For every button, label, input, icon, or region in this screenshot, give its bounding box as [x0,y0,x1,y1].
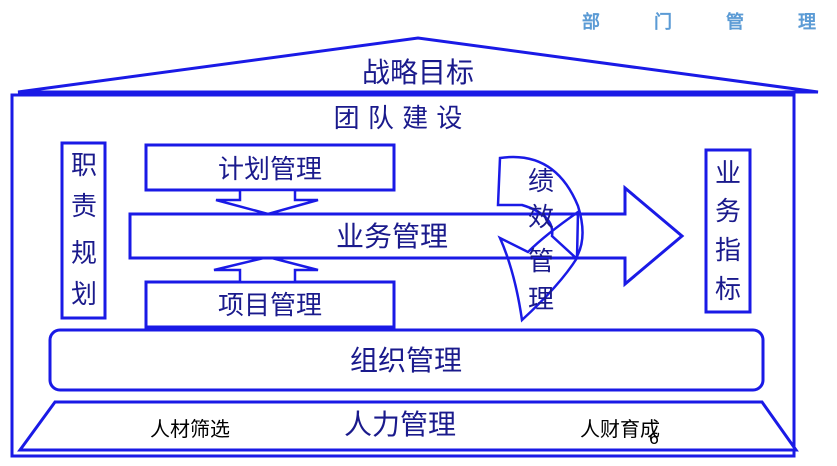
left-pillar-char: 划 [71,280,97,310]
hr-management-label: 人力管理 [344,408,456,441]
left-pillar-char: 责 [71,192,97,222]
business-management-arrow [128,184,685,288]
heading-char: 管 [726,12,744,33]
right-pillar-char: 业 [715,159,741,189]
talent-development-label: 人财育成 [580,417,660,441]
talent-screening-label: 人材筛选 [150,417,230,441]
right-pillar [704,148,752,314]
performance-cycle-arrow-bottom [497,209,580,323]
heading-char: 门 [654,12,672,33]
project-up-arrow [213,255,319,284]
right-pillar-char: 务 [715,197,741,227]
organization-management-label: 组织管理 [350,344,462,377]
department-management-heading: 部 门 管 理 [560,8,837,33]
performance-char: 理 [528,285,554,315]
performance-cycle-arrow-top [496,155,584,260]
plan-management-box [144,143,396,192]
roof-title: 战略目标 [362,56,474,89]
right-pillar-char: 指 [715,236,741,266]
organization-management-box [48,328,765,392]
left-pillar-char: 规 [71,239,97,269]
left-pillar-char: 职 [71,151,97,181]
page-number: 6 [649,429,659,448]
plan-down-arrow [215,188,319,216]
left-pillar [60,141,107,320]
performance-char: 绩 [528,167,554,197]
right-pillar-char: 标 [715,275,741,305]
heading-char: 部 [582,12,600,33]
performance-char: 管 [528,247,554,277]
project-management-box [144,280,396,329]
project-management-label: 项目管理 [218,291,322,321]
business-management-label: 业务管理 [336,220,448,253]
team-building-label: 团 队 建 设 [334,104,463,134]
roof-triangle [17,36,819,94]
hr-base-trapezoid [17,400,799,452]
plan-management-label: 计划管理 [218,155,322,185]
house-frame [10,93,796,458]
heading-char: 理 [798,12,816,33]
performance-char: 效 [528,203,554,233]
